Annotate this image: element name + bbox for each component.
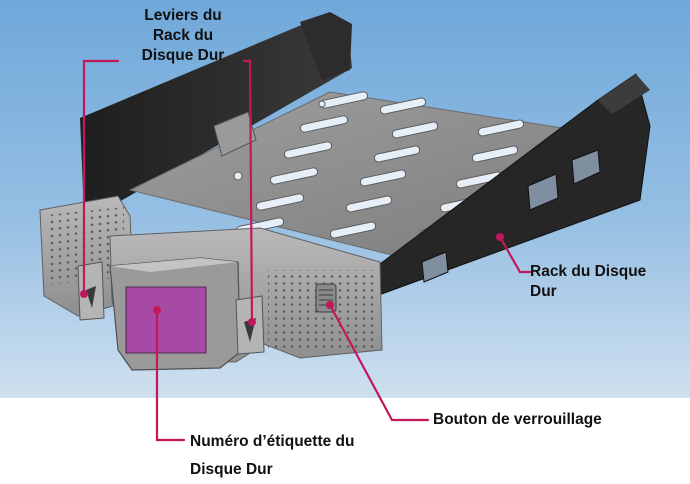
label-number-callout: Numéro d’étiquette du Disque Dur (190, 428, 354, 484)
rack-leader (498, 235, 532, 274)
label-number-callout-line2: Disque Dur (190, 461, 273, 478)
levers-callout-line3: Disque Dur (141, 47, 225, 64)
label-number-swatch (125, 286, 207, 354)
levers-leader-left (82, 59, 120, 296)
lock-button-callout: Bouton de verrouillage (433, 410, 602, 430)
leader-lines (82, 59, 532, 442)
rack-callout-line2: Dur (530, 283, 557, 300)
levers-callout: Leviers du Rack du Disque Dur (124, 6, 242, 66)
lock-button-callout-text: Bouton de verrouillage (433, 411, 602, 428)
rack-callout-line1: Rack du Disque (530, 263, 647, 280)
lever-clip (213, 111, 257, 157)
levers-leader-right (242, 59, 254, 324)
label-number-leader (155, 308, 186, 442)
lock-button (315, 283, 337, 313)
floor-slots (235, 91, 525, 239)
levers-callout-line1: Leviers du (144, 7, 222, 24)
rail-cutouts (421, 149, 601, 283)
levers-callout-line2: Rack du (152, 27, 214, 44)
leader-dots (80, 233, 504, 326)
rack-callout: Rack du Disque Dur (530, 262, 646, 302)
left-rail (80, 18, 352, 214)
label-number-callout-line1: Numéro d’étiquette du (190, 433, 355, 450)
lock-button-leader (328, 303, 430, 422)
